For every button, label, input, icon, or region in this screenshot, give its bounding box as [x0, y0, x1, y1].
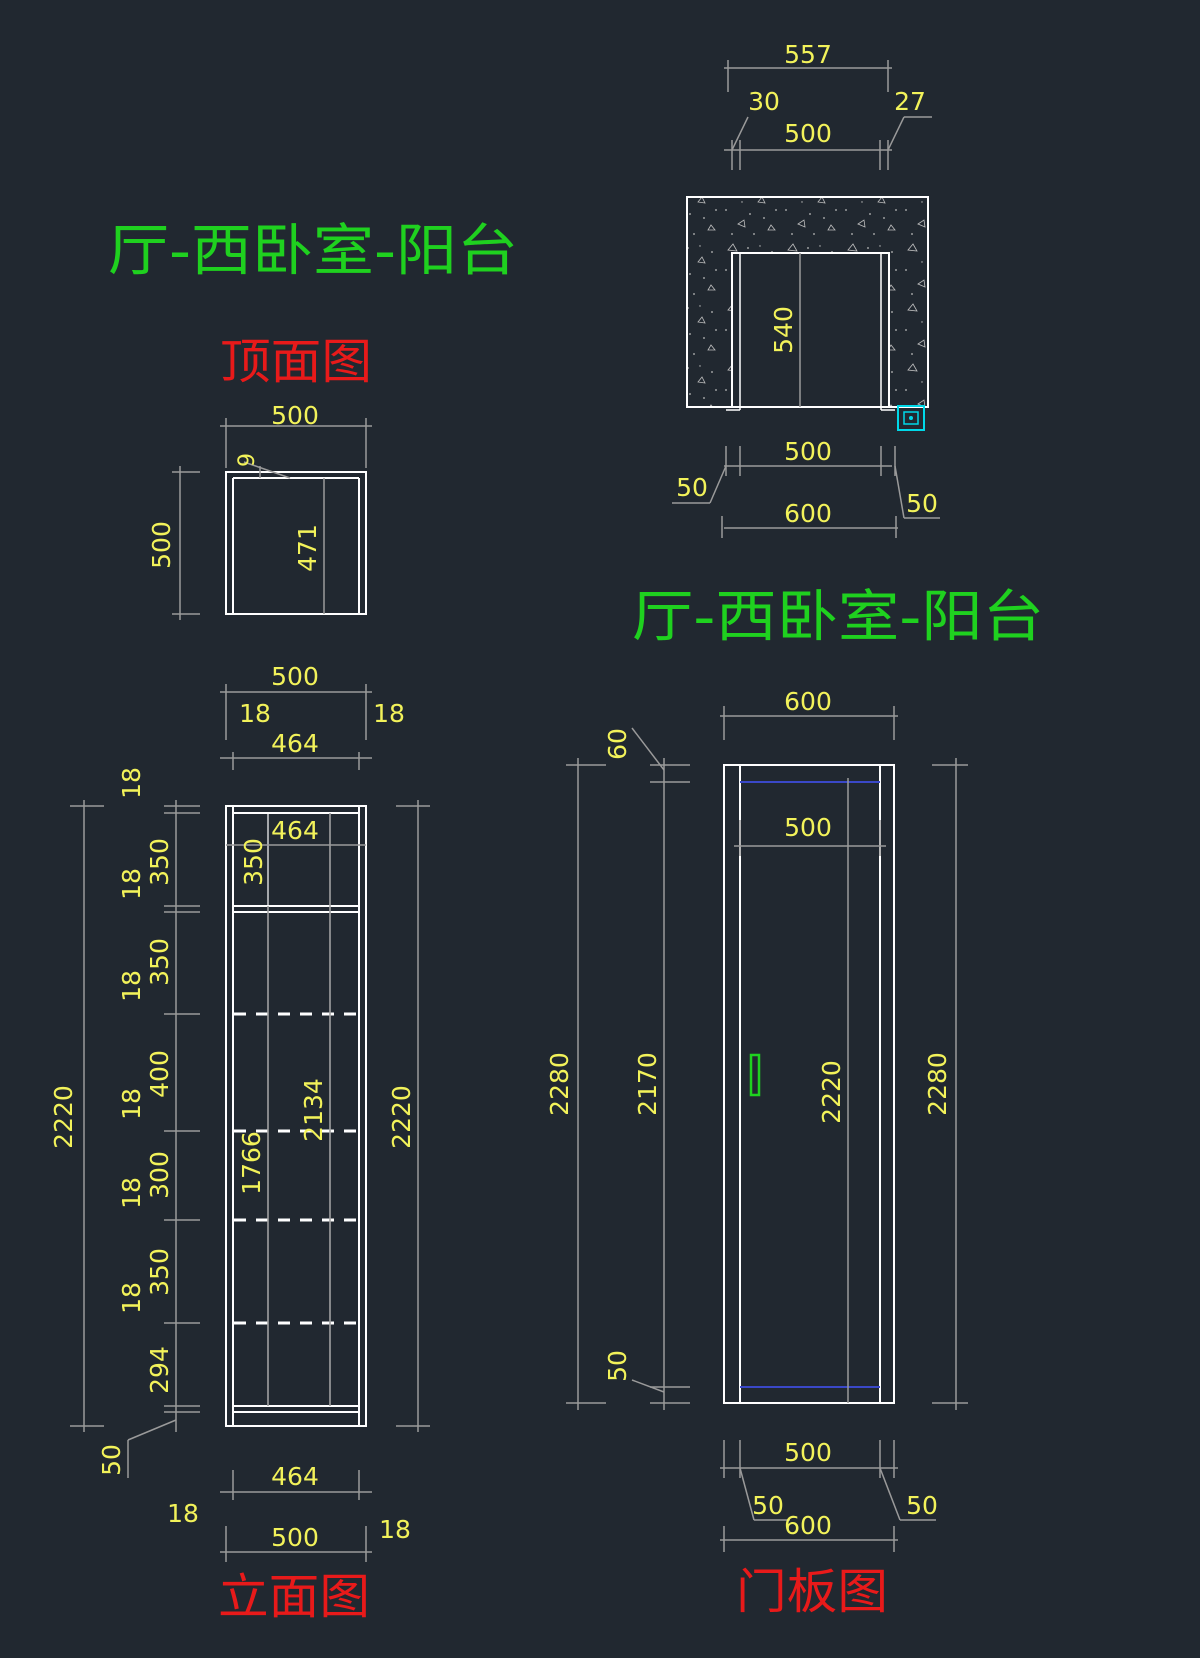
- compartment-space-dim: 300: [145, 1151, 174, 1199]
- door-panel-dim-inner-bottom: 500: [784, 1438, 832, 1467]
- set-name-title-right: 厅-西卧室-阳台: [632, 585, 1044, 650]
- door-panel-outline: [723, 764, 895, 1404]
- door-panel-dim-height-outer-left: 2280: [545, 1052, 574, 1116]
- elevation-dim-top-inner: 464: [271, 729, 319, 758]
- door-panel-dim-overall-bottom: 600: [784, 1511, 832, 1540]
- compartment-board-dim: 18: [117, 1282, 146, 1314]
- elevation-dim-top-left-side: 18: [239, 699, 271, 728]
- plan-view-dim-inner-top: 500: [784, 119, 832, 148]
- elevation-dim-top-right-side: 18: [373, 699, 405, 728]
- door-panel-dim-height-center: 2220: [817, 1060, 846, 1124]
- compartment-board-dim: 18: [117, 1177, 146, 1209]
- plan-view-dim-inner-bottom: 500: [784, 437, 832, 466]
- top-view-drawing: 500 500 9 471: [147, 401, 372, 620]
- top-view-title: 顶面图: [220, 334, 372, 390]
- compartment-board-dim: 18: [117, 767, 146, 799]
- elevation-dim-inner-top: 464: [271, 816, 319, 845]
- door-panel-dim-bottom-gap: 50: [603, 1350, 632, 1382]
- top-view-outline: [225, 471, 367, 615]
- elevation-dim-bottom-overall: 500: [271, 1523, 319, 1552]
- elevation-cabinet-outline: [225, 805, 367, 1427]
- door-panel-drawing: 600 500 60 50 2280 2170 2220 2280 500 50…: [545, 687, 968, 1552]
- compartment-board-dim: 18: [117, 868, 146, 900]
- compartment-board-dim: 18: [117, 970, 146, 1002]
- elevation-dim-bottom-right-side: 18: [379, 1515, 411, 1544]
- plan-view-dim-overall-top: 557: [784, 40, 832, 69]
- elevation-drawing: 500 18 18 464 464 350 2220 2220 1766 213…: [49, 662, 430, 1562]
- elevation-dimension-lines: [70, 684, 430, 1562]
- elevation-dim-bottom-inner: 464: [271, 1462, 319, 1491]
- door-panel-dim-right-margin: 50: [906, 1491, 938, 1520]
- plan-view-dim-left-margin: 50: [676, 473, 708, 502]
- plan-view-dim-depth: 540: [769, 306, 798, 354]
- door-panel-dim-height-outer-right: 2280: [923, 1052, 952, 1116]
- plan-view-dim-right-offset: 27: [894, 87, 926, 116]
- plan-view-dimension-lines: [672, 60, 940, 538]
- door-handle: [749, 1053, 761, 1097]
- door-panel-blue-edges: [740, 781, 880, 1388]
- top-view-dim-inner-depth: 471: [293, 524, 322, 572]
- compartment-space-dim: 400: [145, 1050, 174, 1098]
- set-name-title-left: 厅-西卧室-阳台: [108, 219, 518, 284]
- compartment-space-dim: 350: [145, 1248, 174, 1296]
- top-view-dim-back-panel: 9: [235, 453, 260, 467]
- top-view-dimension-lines: [172, 418, 372, 620]
- elevation-dim-top-overall: 500: [271, 662, 319, 691]
- elevation-view-title: 立面图: [218, 1569, 370, 1625]
- door-panel-dim-height-inner-left: 2170: [633, 1052, 662, 1116]
- elevation-dim-inner-height-1: 1766: [237, 1131, 266, 1195]
- top-view-dim-depth: 500: [147, 521, 176, 569]
- door-panel-dimension-lines: [566, 706, 968, 1552]
- elevation-dim-plinth: 50: [97, 1444, 126, 1476]
- plan-view-grip-icon[interactable]: [897, 405, 925, 431]
- door-panel-dim-top-gap: 60: [603, 728, 632, 760]
- compartment-space-dim: 350: [145, 938, 174, 986]
- door-panel-dim-overall-top: 600: [784, 687, 832, 716]
- cabinet-opening: [731, 252, 890, 408]
- door-panel-dim-inner-top: 500: [784, 813, 832, 842]
- plan-view-dim-right-margin: 50: [906, 489, 938, 518]
- door-panel-dim-left-margin: 50: [752, 1491, 784, 1520]
- plan-view-cabinet-sides: [726, 253, 895, 411]
- plan-view-drawing: 557 30 27 500 540 500 50 50 600: [672, 40, 940, 538]
- top-view-dim-overall-width: 500: [271, 401, 319, 430]
- elevation-dim-height-right: 2220: [387, 1085, 416, 1149]
- elevation-compartment-dims: 18 350 18 350 18 400 18 300 18 350 18 29…: [117, 767, 174, 1394]
- compartment-board-dim: 18: [117, 1088, 146, 1120]
- plan-view-dim-overall-bottom: 600: [784, 499, 832, 528]
- compartment-space-dim: 350: [145, 838, 174, 886]
- elevation-dim-inner-height-2: 2134: [299, 1078, 328, 1142]
- elevation-dim-bottom-left-side: 18: [167, 1499, 199, 1528]
- elevation-dim-top-comp: 350: [239, 838, 268, 886]
- plan-view-dim-left-offset: 30: [748, 87, 780, 116]
- door-panel-view-title: 门板图: [736, 1564, 888, 1620]
- elevation-dim-height-left: 2220: [49, 1085, 78, 1149]
- compartment-space-dim: 294: [145, 1346, 174, 1394]
